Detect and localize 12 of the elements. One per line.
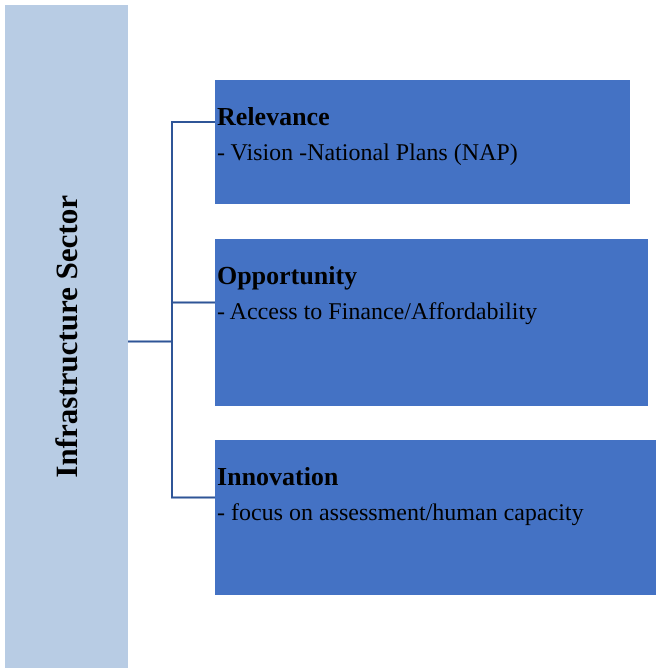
- box-heading: Opportunity: [217, 261, 358, 291]
- category-box: [215, 440, 656, 595]
- sector-band: [5, 5, 128, 668]
- box-heading: Relevance: [217, 102, 331, 132]
- box-text: - Vision -National Plans (NAP): [217, 139, 519, 168]
- box-text: - focus on assessment/human capacity: [217, 499, 585, 528]
- category-box: [215, 239, 648, 406]
- box-heading: Innovation: [217, 462, 340, 492]
- category-box: [215, 80, 630, 204]
- box-text: - Access to Finance/Affordability: [217, 298, 538, 327]
- connector-line: [128, 340, 215, 498]
- band-title: Infrastructure Sector: [48, 195, 84, 478]
